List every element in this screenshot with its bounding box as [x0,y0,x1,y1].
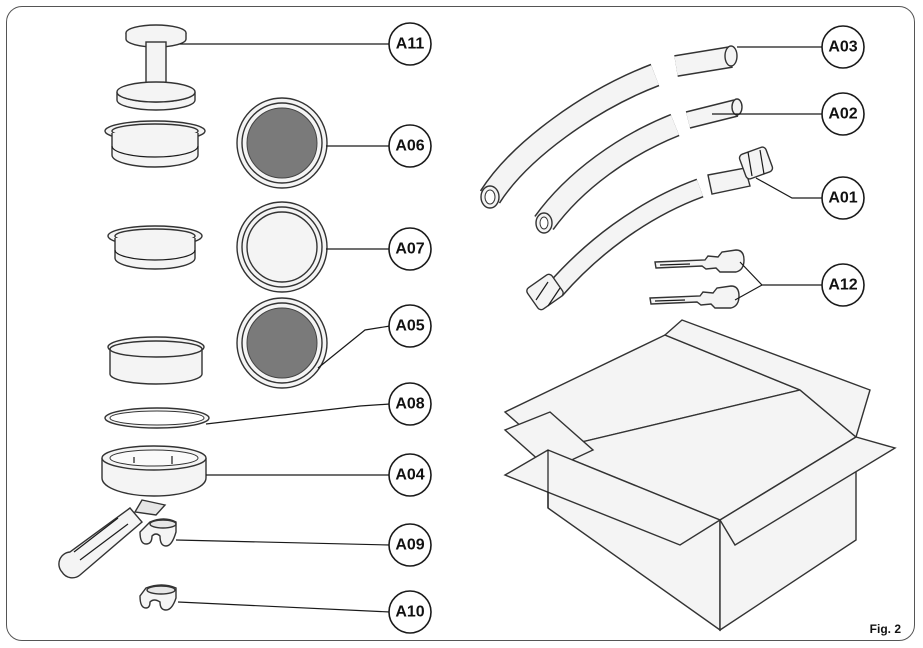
portafilter-illustration [58,445,207,579]
label-a04: A04 [388,453,432,497]
label-a10: A10 [388,590,432,634]
label-a07: A07 [388,227,432,271]
hose-medium-illustration [534,113,680,234]
filter-disc-mesh-small-illustration [236,297,328,389]
label-a05: A05 [388,304,432,348]
figure-label: Fig. 2 [869,622,901,636]
label-a12-text: A12 [828,277,857,294]
label-a06-text: A06 [395,138,424,155]
label-a12: A12 [821,263,865,307]
hose-piece-a03-illustration [674,45,738,77]
label-a04-text: A04 [395,467,424,484]
filter-disc-mesh-illustration [236,97,328,189]
label-a02: A02 [821,92,865,136]
gasket-ring-illustration [104,407,210,429]
label-a07-text: A07 [395,241,424,258]
blind-filter-disc-illustration [236,201,328,293]
label-a03-text: A03 [828,39,857,56]
label-a11-text: A11 [396,36,425,53]
label-a11: A11 [388,22,432,66]
label-a09: A09 [388,523,432,567]
leader-lines [175,43,822,613]
filter-basket-double-illustration [104,120,206,168]
label-a03: A03 [821,25,865,69]
label-a02-text: A02 [828,106,857,123]
label-a01-text: A01 [828,190,857,207]
label-a05-text: A05 [395,318,424,335]
diagram-frame [6,6,915,641]
label-a01: A01 [821,176,865,220]
label-a06: A06 [388,124,432,168]
packaging-box-illustration [503,319,897,632]
label-a09-text: A09 [395,537,424,554]
filter-basket-blind-illustration [107,336,205,385]
tamper-illustration [116,24,196,111]
hose-with-nut-illustration [526,146,774,311]
spout-double-illustration [139,518,177,547]
filter-basket-single-illustration [107,225,203,270]
label-a08: A08 [388,382,432,426]
label-a08-text: A08 [395,396,424,413]
spout-single-illustration [139,584,177,611]
hose-piece-a02-illustration [685,98,743,129]
label-a10-text: A10 [395,604,424,621]
hose-long-illustration [479,63,660,209]
keys-illustration [649,249,745,309]
